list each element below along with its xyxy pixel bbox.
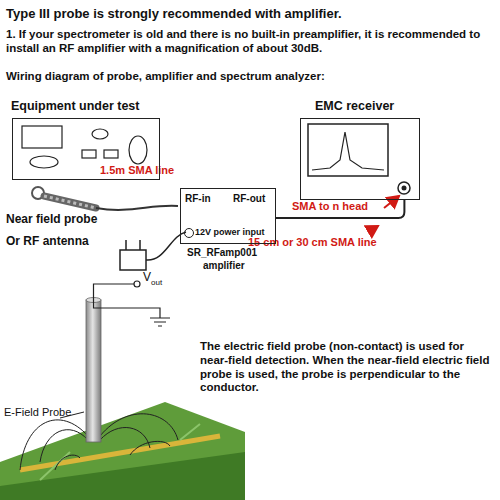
e-field-probe xyxy=(60,281,170,442)
spectrum-trace xyxy=(312,132,384,170)
panel-button xyxy=(104,150,118,158)
field-line xyxy=(40,430,88,462)
sma-cable xyxy=(276,200,404,218)
output-terminal xyxy=(134,281,140,287)
box-text: Equipment under test xyxy=(11,99,139,114)
pcb-board xyxy=(0,402,245,500)
receiver-panel xyxy=(308,124,410,194)
box-text: 12V power input xyxy=(195,227,265,238)
probe-handle xyxy=(44,196,96,208)
amplifier-box: RF-inRF-out12V power inputSR_RFamp001amp… xyxy=(180,188,276,244)
output-wire xyxy=(94,284,135,300)
panel-knob xyxy=(92,129,108,139)
field-line xyxy=(55,455,80,470)
box-text: SR_RFamp001 xyxy=(187,247,257,259)
power-adapter xyxy=(120,232,186,270)
description-text: The electric field probe (non-contact) i… xyxy=(200,340,490,395)
pointer-arrow xyxy=(384,196,399,208)
box-text: RF-out xyxy=(233,193,265,205)
ground-symbol xyxy=(94,300,171,326)
device-box: Equipment under test xyxy=(12,118,160,180)
note-text: 1. If your spectrometer is old and there… xyxy=(6,28,496,56)
receiver-box: EMC receiver xyxy=(300,118,420,200)
probe-label: Or RF antenna xyxy=(6,234,89,248)
note-text: Wiring diagram of probe, amplifier and s… xyxy=(6,70,496,84)
box-text: EMC receiver xyxy=(315,99,394,114)
cable-label: 15 cm or 30 cm SMA line xyxy=(248,236,377,249)
receiver-screen xyxy=(308,124,388,176)
field-line xyxy=(130,441,170,455)
power-jack xyxy=(184,228,194,238)
field-line xyxy=(100,414,178,440)
panel-knob xyxy=(129,136,147,164)
field-line xyxy=(20,420,88,470)
cable-label: 1.5m SMA line xyxy=(100,164,174,177)
conductor-trace xyxy=(20,436,220,470)
probe-label: Near field probe xyxy=(6,212,97,226)
adapter-body xyxy=(120,250,146,270)
signal-name: V xyxy=(143,270,151,284)
pointer-arrow xyxy=(368,226,378,232)
box-text: amplifier xyxy=(203,260,245,272)
panel-button xyxy=(82,150,96,158)
adapter-plug xyxy=(126,240,140,250)
probe-cylinder xyxy=(86,300,101,442)
panel-knob xyxy=(30,156,58,168)
equipment-panel xyxy=(22,126,147,168)
n-connector-pin xyxy=(402,186,407,191)
board-edge xyxy=(0,452,245,500)
board-trace xyxy=(40,424,200,480)
title-text: Type III probe is strongly recommended w… xyxy=(6,6,496,22)
connector-label: SMA to n head xyxy=(292,200,368,213)
box-text: RF-in xyxy=(185,193,211,205)
probe-label: E-Field Probe xyxy=(4,406,71,419)
n-connector xyxy=(398,182,410,194)
panel-screen xyxy=(22,126,62,148)
signal-subscript: out xyxy=(151,278,162,288)
near-field-probe xyxy=(32,187,178,210)
board-top xyxy=(0,402,245,500)
sma-cable xyxy=(96,206,178,210)
probe-texture xyxy=(44,196,96,208)
